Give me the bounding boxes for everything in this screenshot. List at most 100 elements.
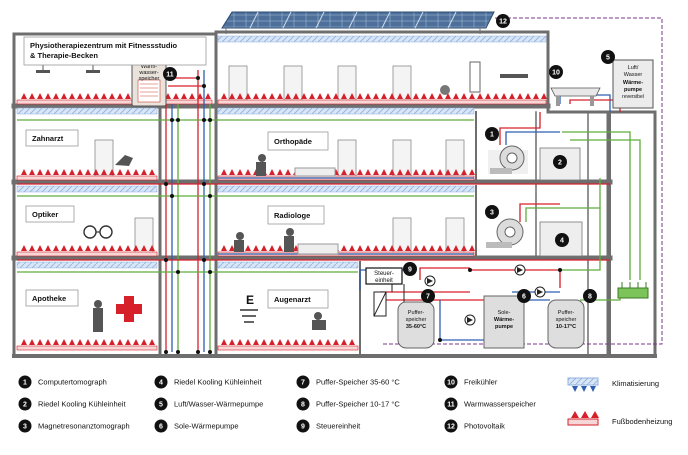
heating-arrow — [77, 93, 83, 99]
heating-arrow — [365, 169, 371, 175]
legend-number-badge — [296, 375, 310, 389]
heating-arrow — [301, 93, 307, 99]
heating-arrow — [349, 245, 355, 251]
heating-arrow — [53, 93, 59, 99]
heating-arrow — [93, 245, 99, 251]
heating-arrow — [317, 339, 323, 345]
heating-arrow — [69, 339, 75, 345]
legend-number: 2 — [23, 402, 27, 409]
heating-arrow — [325, 93, 331, 99]
heating-arrow — [101, 245, 107, 251]
heating-arrow — [413, 93, 419, 99]
heating-arrow — [405, 169, 411, 175]
puffer2-label-1: Puffer- — [558, 310, 575, 316]
marker-4: 4 — [555, 233, 569, 247]
legend-item-label: Photovoltaik — [464, 422, 505, 431]
heating-arrow — [333, 93, 339, 99]
heating-arrow — [229, 93, 235, 99]
marker-9: 9 — [403, 262, 417, 276]
luft-label-2: Wasser — [624, 72, 643, 78]
heating-arrow — [29, 245, 35, 251]
heating-arrow — [109, 169, 115, 175]
heating-arrow — [229, 245, 235, 251]
heating-arrow — [21, 169, 27, 175]
heating-arrow — [261, 339, 267, 345]
heating-arrow — [117, 339, 123, 345]
heating-arrow — [469, 245, 475, 251]
heating-arrow — [485, 93, 491, 99]
heating-arrow — [117, 245, 123, 251]
heating-arrow — [109, 339, 115, 345]
luft-label-4: pumpe — [624, 87, 642, 93]
heating-arrow — [373, 169, 379, 175]
heating-arrow — [397, 93, 403, 99]
warmwasser-label-3: speicher — [139, 76, 160, 82]
steuer-label-1: Steuer- — [374, 271, 394, 277]
heating-arrow — [93, 339, 99, 345]
heating-arrow — [53, 169, 59, 175]
heating-arrow — [85, 339, 91, 345]
room-label-box — [267, 205, 325, 225]
heating-arrow — [261, 245, 267, 251]
heating-arrow — [93, 169, 99, 175]
heating-arrow — [245, 93, 251, 99]
heating-arrow — [365, 245, 371, 251]
legend-item-label: Computertomograph — [38, 378, 107, 387]
room-label-box — [25, 129, 79, 147]
heating-arrow — [69, 169, 75, 175]
heating-arrow — [453, 245, 459, 251]
legend-number-badge — [154, 375, 168, 389]
heating-arrow — [37, 245, 43, 251]
manifold-icon — [617, 282, 649, 299]
heating-arrow — [101, 339, 107, 345]
heating-arrow — [173, 93, 179, 99]
heating-arrow — [437, 245, 443, 251]
heating-arrow — [429, 93, 435, 99]
pump-arrow — [467, 317, 473, 323]
marker-6: 6 — [517, 289, 531, 303]
sole-label-2: Wärme- — [494, 317, 514, 323]
computertomograph-icon — [488, 145, 528, 174]
heating-arrow — [437, 93, 443, 99]
heating-arrow — [77, 339, 83, 345]
heating-arrow — [261, 93, 267, 99]
pipe-junctions — [164, 76, 562, 354]
heating-arrow — [133, 245, 139, 251]
legend-fussboden-label: Fußbodenheizung — [612, 417, 672, 426]
heating-arrow — [29, 339, 35, 345]
marker-number: 1 — [490, 132, 494, 139]
legend-number: 3 — [23, 424, 27, 431]
legend-item-label: Warmwasserspeicher — [464, 400, 536, 409]
room-label-box — [25, 289, 79, 307]
heating-arrow — [277, 169, 283, 175]
puffer2-label-3: 10-17°C — [556, 324, 576, 330]
heating-arrow — [21, 339, 27, 345]
heating-arrow — [125, 169, 131, 175]
marker-11: 11 — [163, 67, 177, 81]
pipe-junction-dot — [208, 194, 212, 198]
heating-arrow — [269, 339, 275, 345]
heating-arrow — [269, 169, 275, 175]
heating-arrow — [117, 93, 123, 99]
heating-arrow — [37, 169, 43, 175]
marker-number: 5 — [606, 55, 610, 62]
heating-arrow — [381, 169, 387, 175]
legend-number-badge — [154, 419, 168, 433]
heating-arrow — [357, 169, 363, 175]
heating-arrow — [341, 339, 347, 345]
heating-arrow — [141, 339, 147, 345]
puffer1-label-2: speicher — [406, 317, 427, 323]
heating-arrow — [133, 339, 139, 345]
legend-number-badge — [444, 419, 458, 433]
heating-arrow — [181, 93, 187, 99]
heating-arrow — [85, 93, 91, 99]
heating-arrow — [445, 93, 451, 99]
heating-arrow — [541, 93, 547, 99]
heating-arrow — [109, 245, 115, 251]
marker-number: 4 — [560, 238, 564, 245]
heating-arrow — [421, 245, 427, 251]
heating-arrow — [269, 93, 275, 99]
